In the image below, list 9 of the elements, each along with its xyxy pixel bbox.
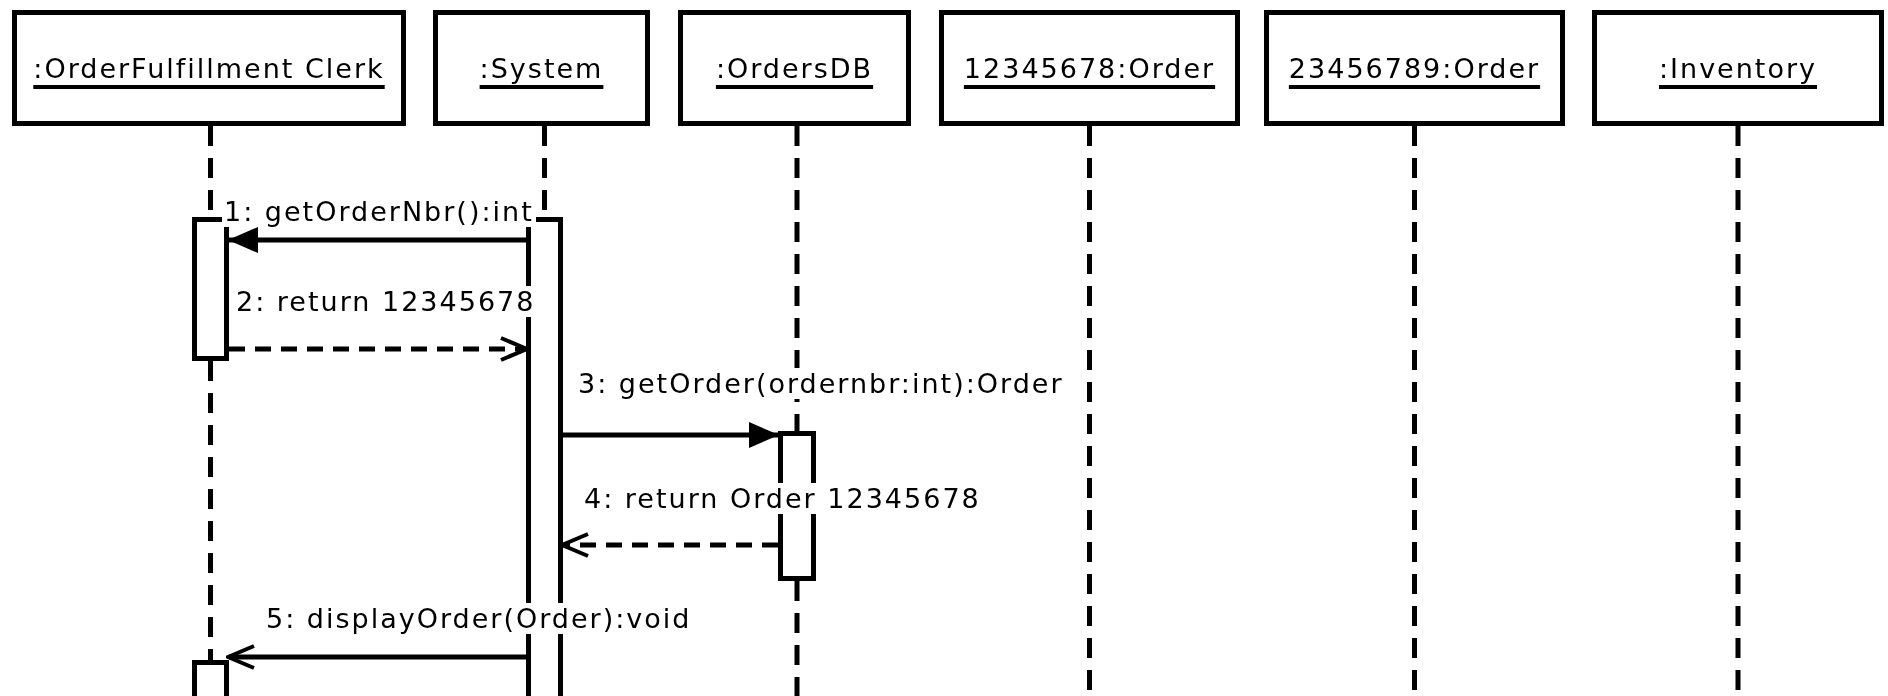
message-arrow — [226, 644, 526, 670]
object-header — [1592, 10, 1884, 126]
object-header — [433, 10, 650, 126]
lifeline — [208, 361, 213, 660]
message-arrow — [228, 227, 526, 253]
lifeline — [794, 126, 800, 431]
lifeline — [794, 581, 800, 696]
activation-bar — [192, 217, 229, 361]
message-arrow — [563, 422, 779, 448]
